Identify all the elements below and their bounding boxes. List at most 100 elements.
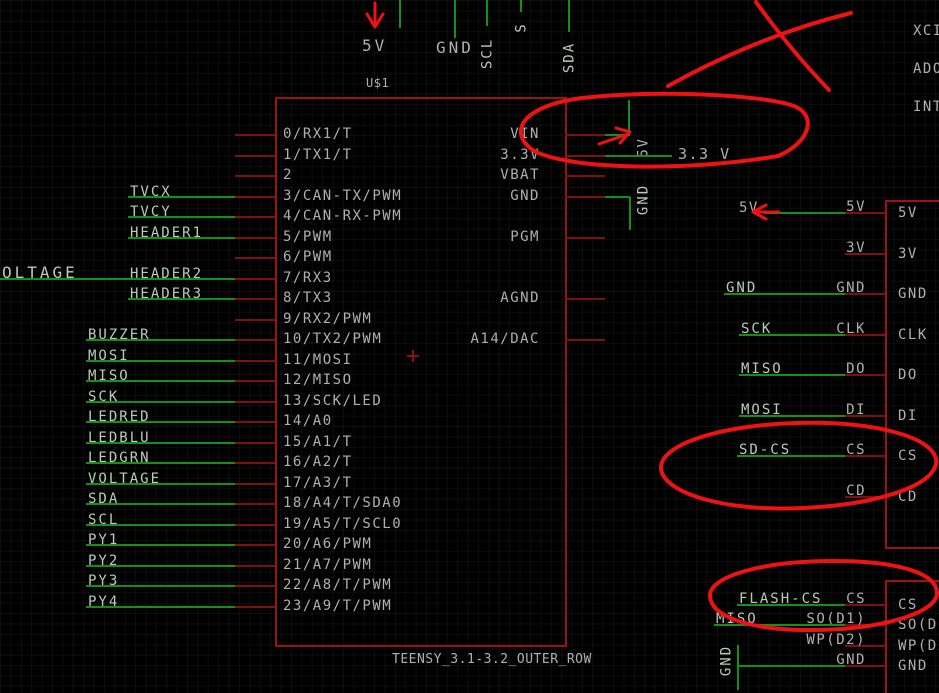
- net-wire: [739, 334, 845, 336]
- net-wire-vertical: [628, 100, 630, 136]
- pin-stub: [235, 544, 275, 546]
- pin-name: CS: [898, 597, 918, 613]
- pin-stub: [235, 483, 275, 485]
- net-wire: [86, 565, 235, 567]
- pad-name: DI: [846, 402, 866, 418]
- net-wire: [605, 134, 629, 136]
- pin-name: PGM: [510, 229, 540, 245]
- pin-name: 22/A8/T/PWM: [283, 577, 393, 593]
- net-label-cutoff-vertical: S: [513, 22, 530, 33]
- origin-cross-icon: [412, 350, 414, 362]
- pin-stub: [565, 134, 605, 136]
- annotation-arrow-vin: [597, 126, 632, 146]
- pin-name: GND: [898, 286, 928, 302]
- pin-name: AGND: [500, 290, 540, 306]
- pin-name: 14/A0: [283, 413, 333, 429]
- net-label-scl-vertical: SCL: [479, 37, 496, 70]
- net-label: PY4: [88, 594, 120, 610]
- pin-name-cutoff: INT: [913, 99, 939, 115]
- net-wire-vertical: [568, 0, 570, 32]
- pin-stub: [845, 645, 885, 647]
- net-wire: [128, 216, 235, 218]
- pin-stub: [845, 374, 885, 376]
- pin-name: 17/A3/T: [283, 475, 353, 491]
- net-wire: [86, 462, 235, 464]
- net-wire-vertical: [629, 197, 631, 230]
- pin-name: 13/SCK/LED: [283, 393, 383, 409]
- net-label: GND: [726, 280, 758, 296]
- pin-name: 15/A1/T: [283, 434, 353, 450]
- net-label: LEDBLU: [88, 430, 151, 446]
- pin-name: 9/RX2/PWM: [283, 311, 373, 327]
- pin-name: 4/CAN-RX-PWM: [283, 208, 403, 224]
- pin-name: 7/RX3: [283, 270, 333, 286]
- pin-stub: [235, 257, 275, 259]
- net-wire: [86, 544, 235, 546]
- pin-name: DI: [898, 408, 918, 424]
- net-label: MISO: [716, 611, 758, 627]
- net-label: HEADER1: [130, 225, 204, 241]
- net-wire-vertical: [399, 0, 401, 28]
- pin-stub: [845, 293, 885, 295]
- net-label: BUZZER: [88, 327, 151, 343]
- pin-stub: [235, 339, 275, 341]
- pin-name: 16/A2/T: [283, 454, 353, 470]
- net-wire: [86, 421, 235, 423]
- pin-stub: [845, 665, 885, 667]
- pin-stub: [235, 442, 275, 444]
- net-label: PY2: [88, 553, 120, 569]
- net-wire: [128, 298, 235, 300]
- pin-name: 8/TX3: [283, 290, 333, 306]
- pin-stub: [235, 585, 275, 587]
- pad-name: CLK: [836, 321, 866, 337]
- pin-name: DO: [898, 367, 918, 383]
- net-label: MOSI: [88, 348, 130, 364]
- net-label: LEDGRN: [88, 450, 151, 466]
- net-wire: [86, 360, 235, 362]
- net-wire: [739, 415, 845, 417]
- pin-name: 3V: [898, 246, 918, 262]
- pin-stub: [235, 360, 275, 362]
- net-wire: [86, 585, 235, 587]
- net-wire: [605, 196, 630, 198]
- pin-name: 20/A6/PWM: [283, 536, 373, 552]
- pin-name: 21/A7/PWM: [283, 557, 373, 573]
- net-label: PY1: [88, 532, 120, 548]
- pin-stub: [235, 155, 275, 157]
- net-label: MISO: [88, 368, 130, 384]
- net-label: PY3: [88, 573, 120, 589]
- net-label: HEADER2: [130, 266, 204, 282]
- pin-name: 2: [283, 167, 293, 183]
- sdcard-component-outline: [885, 200, 939, 549]
- pin-stub: [235, 524, 275, 526]
- net-label-cutoff: OLTAGE: [2, 263, 78, 282]
- teensy-designator: U$1: [366, 76, 390, 90]
- pin-stub: [845, 212, 885, 214]
- annotation-x-stroke-1: [666, 11, 853, 88]
- pin-name: GND: [898, 658, 928, 674]
- net-wire: [128, 196, 235, 198]
- pin-name: WP(D2): [898, 638, 939, 654]
- pin-stub: [565, 155, 605, 157]
- teensy-part-name: TEENSY_3.1-3.2_OUTER_ROW: [392, 652, 592, 667]
- net-wire: [724, 293, 845, 295]
- pin-name: 5V: [898, 205, 918, 221]
- pin-name: 23/A9/T/PWM: [283, 598, 393, 614]
- pin-name: 5/PWM: [283, 229, 333, 245]
- net-wire-vertical: [737, 645, 739, 690]
- pin-name: 0/RX1/T: [283, 126, 353, 142]
- pad-name: WP(D2): [806, 632, 866, 648]
- net-label: SCK: [88, 389, 120, 405]
- pin-stub: [235, 298, 275, 300]
- pin-name: CS: [898, 448, 918, 464]
- ground-label: GND: [436, 38, 474, 57]
- net-wire-vertical: [520, 0, 522, 12]
- net-wire: [0, 278, 235, 280]
- power-label-3v3: 3.3 V: [678, 145, 731, 163]
- net-wire: [86, 380, 235, 382]
- net-label: MOSI: [741, 402, 783, 418]
- pin-name: 12/MISO: [283, 372, 353, 388]
- net-wire: [128, 237, 235, 239]
- annotation-arrow-down-5v: [365, 1, 385, 29]
